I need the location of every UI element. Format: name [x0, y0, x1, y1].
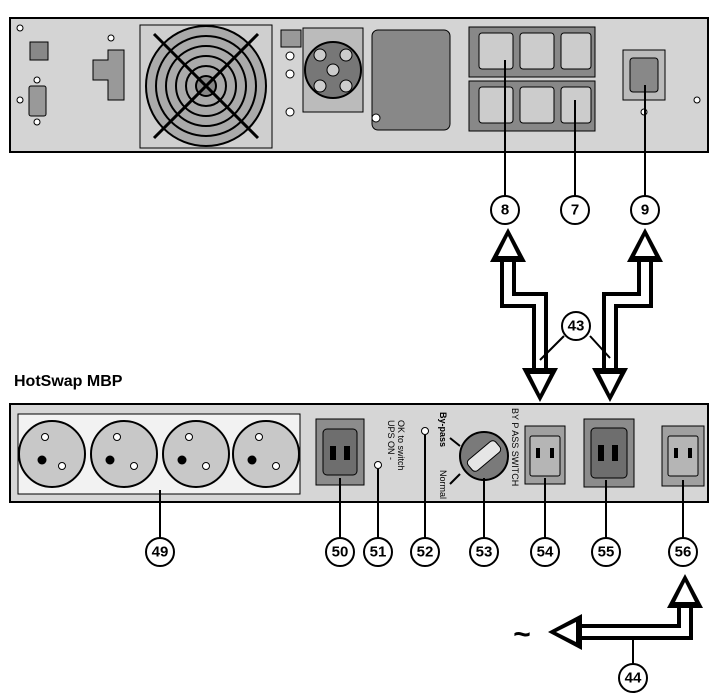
mbp-ups-input-socket	[583, 418, 635, 488]
callout-52: 52	[410, 537, 440, 567]
callout-53: 53	[469, 537, 499, 567]
bypass-rotary-switch[interactable]	[459, 431, 509, 481]
callout-56: 56	[668, 537, 698, 567]
cooling-fan	[139, 24, 273, 149]
bypass-position-label: By-pass	[438, 412, 448, 447]
callout-8: 8	[490, 195, 520, 225]
callout-9-label: 9	[641, 202, 649, 219]
battery-connector	[302, 27, 364, 113]
mbp-socket-3	[162, 420, 230, 488]
mbp-socket-1	[18, 420, 86, 488]
ups-output-sockets	[468, 26, 596, 132]
ups-on-label: UPS ON -	[386, 420, 396, 460]
network-port	[280, 29, 302, 117]
bypass-switch-label: BY P ASS SWITCH	[510, 408, 520, 486]
callout-54-label: 54	[537, 544, 554, 561]
normal-position-label: Normal	[438, 470, 448, 499]
callout-7-label: 7	[571, 202, 579, 219]
ok-to-switch-label: OK to switch	[396, 420, 406, 471]
callout-55: 55	[591, 537, 621, 567]
callout-49: 49	[145, 537, 175, 567]
bypass-led	[421, 427, 429, 435]
callout-55-label: 55	[598, 544, 615, 561]
hotswap-title: HotSwap MBP	[14, 373, 123, 390]
callout-50-label: 50	[332, 544, 349, 561]
rear-bracket	[92, 34, 125, 101]
callout-51: 51	[363, 537, 393, 567]
slot-cover	[371, 29, 451, 131]
callout-7: 7	[560, 195, 590, 225]
mbp-socket-4	[232, 420, 300, 488]
serial-port	[28, 76, 47, 126]
callout-44-label: 44	[625, 670, 642, 687]
callout-52-label: 52	[417, 544, 434, 561]
mbp-iec-c19-output	[315, 418, 365, 486]
callout-56-label: 56	[675, 544, 692, 561]
output-cable-arrow	[490, 228, 558, 402]
callout-8-label: 8	[501, 202, 509, 219]
callout-44: 44	[618, 663, 648, 693]
callout-9: 9	[630, 195, 660, 225]
mbp-bypass-input-socket	[524, 425, 566, 485]
callout-43-label: 43	[568, 318, 585, 335]
callout-54: 54	[530, 537, 560, 567]
mains-cable-arrow	[548, 574, 703, 650]
ups-rear-panel	[9, 17, 709, 153]
callout-51-label: 51	[370, 544, 387, 561]
hotswap-mbp-panel: UPS ON - OK to switch By-pass Normal BY …	[9, 403, 709, 503]
mbp-mains-input-socket	[661, 425, 705, 487]
mbp-socket-2	[90, 420, 158, 488]
callout-43: 43	[561, 311, 591, 341]
ups-on-led	[374, 461, 382, 469]
callout-49-label: 49	[152, 544, 169, 561]
callout-53-label: 53	[476, 544, 493, 561]
callout-50: 50	[325, 537, 355, 567]
ac-mains-symbol: ~	[513, 618, 531, 651]
rear-switch-square	[29, 41, 49, 61]
input-cable-arrow	[592, 228, 663, 402]
